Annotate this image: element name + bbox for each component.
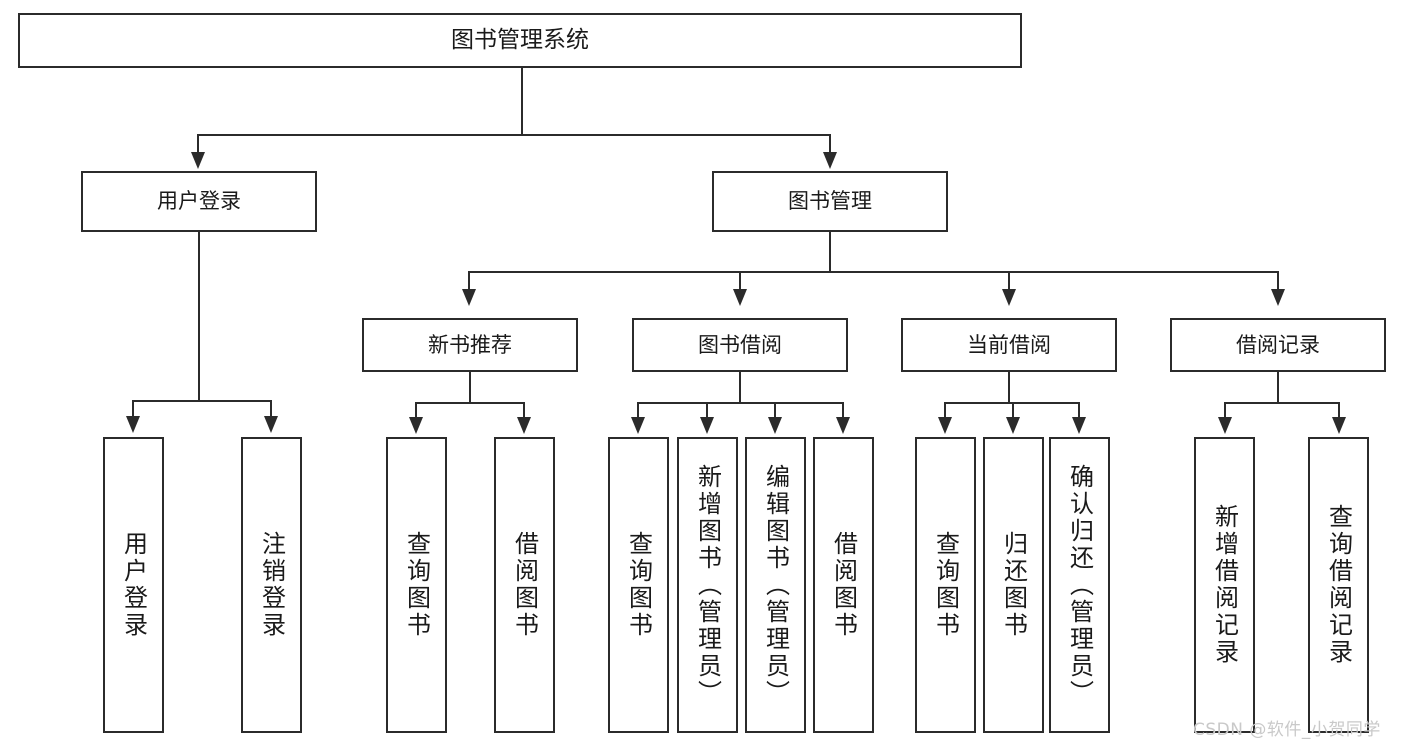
node-label: 新书推荐 [428, 332, 512, 357]
connector-bm-to-borrow-record [1277, 271, 1279, 291]
connector-bm-to-current-borrow [1008, 271, 1010, 291]
leaf-book-borrow-add[interactable]: 新增图书（管理员） [677, 437, 738, 733]
leaf-book-borrow-edit[interactable]: 编辑图书（管理员） [745, 437, 806, 733]
leaf-user-login-logout[interactable]: 注销登录 [241, 437, 302, 733]
node-current-borrow[interactable]: 当前借阅 [901, 318, 1117, 372]
connector-root-to-user-login [197, 134, 199, 154]
node-label: 新增借阅记录 [1210, 504, 1239, 666]
leaf-user-login-login[interactable]: 用户登录 [103, 437, 164, 733]
arrowhead-user-login-to-leaf-2 [264, 416, 278, 433]
leaf-book-borrow-borrow[interactable]: 借阅图书 [813, 437, 874, 733]
node-label: 借阅记录 [1236, 332, 1320, 357]
connector-new-book-stem [469, 372, 471, 403]
node-label: 新增图书（管理员） [693, 463, 722, 707]
connector-br-to-leaf-1 [1224, 402, 1226, 418]
node-label: 图书借阅 [698, 332, 782, 357]
leaf-current-borrow-return[interactable]: 归还图书 [983, 437, 1044, 733]
connector-book-borrow-stem [739, 372, 741, 403]
arrowhead-bm-to-new-book [462, 289, 476, 306]
connector-book-borrow-bus [637, 402, 844, 404]
arrowhead-cb-to-leaf-3 [1072, 417, 1086, 434]
arrowhead-root-to-book-manage [823, 152, 837, 169]
connector-bm-to-book-borrow [739, 271, 741, 291]
leaf-current-borrow-query[interactable]: 查询图书 [915, 437, 976, 733]
connector-current-borrow-stem [1008, 372, 1010, 403]
node-label: 图书管理系统 [451, 26, 589, 53]
arrowhead-bb-to-leaf-1 [631, 417, 645, 434]
connector-cb-to-leaf-1 [944, 402, 946, 418]
node-label: 查询图书 [931, 531, 960, 639]
connector-bb-to-leaf-3 [774, 402, 776, 418]
node-label: 图书管理 [788, 189, 872, 214]
connector-bb-to-leaf-2 [706, 402, 708, 418]
node-label: 当前借阅 [967, 332, 1051, 357]
node-book-management[interactable]: 图书管理 [712, 171, 948, 232]
connector-user-login-bus [132, 400, 270, 402]
connector-nb-to-leaf-1 [415, 402, 417, 418]
connector-book-management-bus [468, 271, 1279, 273]
watermark-text: CSDN @软件_小贺同学 [1193, 720, 1381, 740]
connector-root-to-book-manage [829, 134, 831, 154]
node-label: 查询图书 [624, 531, 653, 639]
connector-bm-to-new-book [468, 271, 470, 291]
leaf-current-borrow-confirm-return[interactable]: 确认归还（管理员） [1049, 437, 1110, 733]
leaf-borrow-record-query[interactable]: 查询借阅记录 [1308, 437, 1369, 733]
connector-new-book-bus [415, 402, 525, 404]
leaf-new-book-borrow[interactable]: 借阅图书 [494, 437, 555, 733]
connector-bb-to-leaf-1 [637, 402, 639, 418]
arrowhead-cb-to-leaf-1 [938, 417, 952, 434]
node-borrow-record[interactable]: 借阅记录 [1170, 318, 1386, 372]
node-label: 编辑图书（管理员） [761, 463, 790, 707]
node-root-system[interactable]: 图书管理系统 [18, 13, 1022, 68]
arrowhead-bm-to-book-borrow [733, 289, 747, 306]
node-label: 借阅图书 [510, 531, 539, 639]
arrowhead-nb-to-leaf-2 [517, 417, 531, 434]
arrowhead-root-to-user-login [191, 152, 205, 169]
connector-root-bus [197, 134, 831, 136]
connector-bb-to-leaf-4 [842, 402, 844, 418]
arrowhead-bb-to-leaf-3 [768, 417, 782, 434]
connector-nb-to-leaf-2 [523, 402, 525, 418]
node-label: 借阅图书 [829, 531, 858, 639]
leaf-book-borrow-query[interactable]: 查询图书 [608, 437, 669, 733]
arrowhead-bb-to-leaf-2 [700, 417, 714, 434]
node-label: 注销登录 [257, 531, 286, 639]
node-book-borrow[interactable]: 图书借阅 [632, 318, 848, 372]
connector-user-login-to-leaf-1 [132, 400, 134, 418]
arrowhead-user-login-to-leaf-1 [126, 416, 140, 433]
node-label: 查询图书 [402, 531, 431, 639]
node-label: 归还图书 [999, 531, 1028, 639]
node-user-login[interactable]: 用户登录 [81, 171, 317, 232]
arrowhead-cb-to-leaf-2 [1006, 417, 1020, 434]
connector-book-management-stem [829, 232, 831, 272]
arrowhead-bb-to-leaf-4 [836, 417, 850, 434]
node-new-book-recommend[interactable]: 新书推荐 [362, 318, 578, 372]
arrowhead-br-to-leaf-1 [1218, 417, 1232, 434]
connector-user-login-stem [198, 232, 200, 401]
node-label: 查询借阅记录 [1324, 504, 1353, 666]
connector-borrow-record-bus [1224, 402, 1340, 404]
connector-cb-to-leaf-2 [1012, 402, 1014, 418]
leaf-new-book-query[interactable]: 查询图书 [386, 437, 447, 733]
node-label: 用户登录 [157, 189, 241, 214]
node-label: 确认归还（管理员） [1065, 463, 1094, 707]
connector-borrow-record-stem [1277, 372, 1279, 403]
node-label: 用户登录 [119, 531, 148, 639]
arrowhead-br-to-leaf-2 [1332, 417, 1346, 434]
arrowhead-bm-to-current-borrow [1002, 289, 1016, 306]
arrowhead-bm-to-borrow-record [1271, 289, 1285, 306]
connector-br-to-leaf-2 [1338, 402, 1340, 418]
arrowhead-nb-to-leaf-1 [409, 417, 423, 434]
leaf-borrow-record-add[interactable]: 新增借阅记录 [1194, 437, 1255, 733]
connector-user-login-to-leaf-2 [270, 400, 272, 418]
connector-root-stem [521, 68, 523, 135]
connector-cb-to-leaf-3 [1078, 402, 1080, 418]
